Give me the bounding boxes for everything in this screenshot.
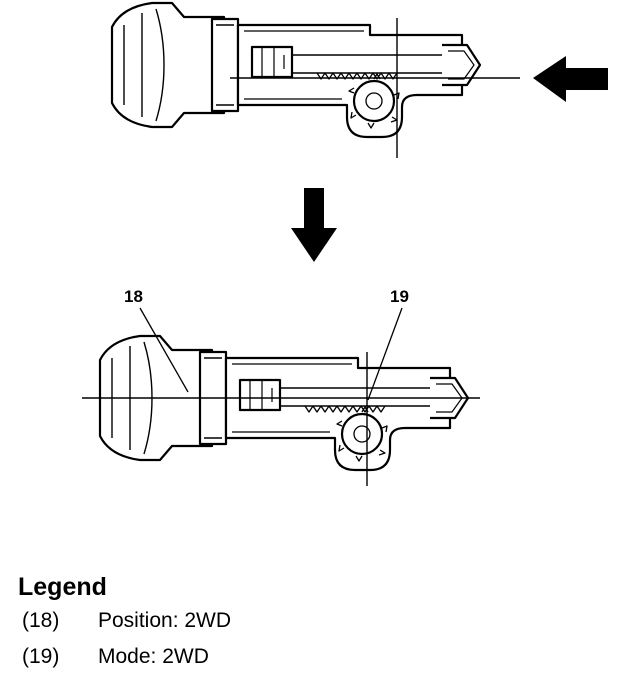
legend-title: Legend: [18, 573, 107, 601]
actuator-bottom-drawing: [98, 334, 470, 472]
legend-item-text: Mode: 2WD: [98, 645, 209, 668]
legend-item-18: (18) Position: 2WD: [22, 609, 231, 633]
callout-18-label: 18: [124, 287, 143, 306]
legend-item-number: (18): [22, 609, 60, 632]
down-arrow-icon: [291, 188, 337, 262]
legend-item-text: Position: 2WD: [98, 609, 232, 632]
legend-item-number: (19): [22, 645, 60, 668]
legend-item-19: (19) Mode: 2WD: [22, 645, 209, 669]
callout-19-leader: [367, 307, 403, 401]
callout-18-leader: [139, 307, 189, 393]
callout-19-label: 19: [390, 287, 409, 306]
input-arrow-icon: [533, 56, 608, 102]
actuator-diagram: 18 19: [82, 1, 608, 486]
actuator-top-drawing: [110, 1, 482, 139]
